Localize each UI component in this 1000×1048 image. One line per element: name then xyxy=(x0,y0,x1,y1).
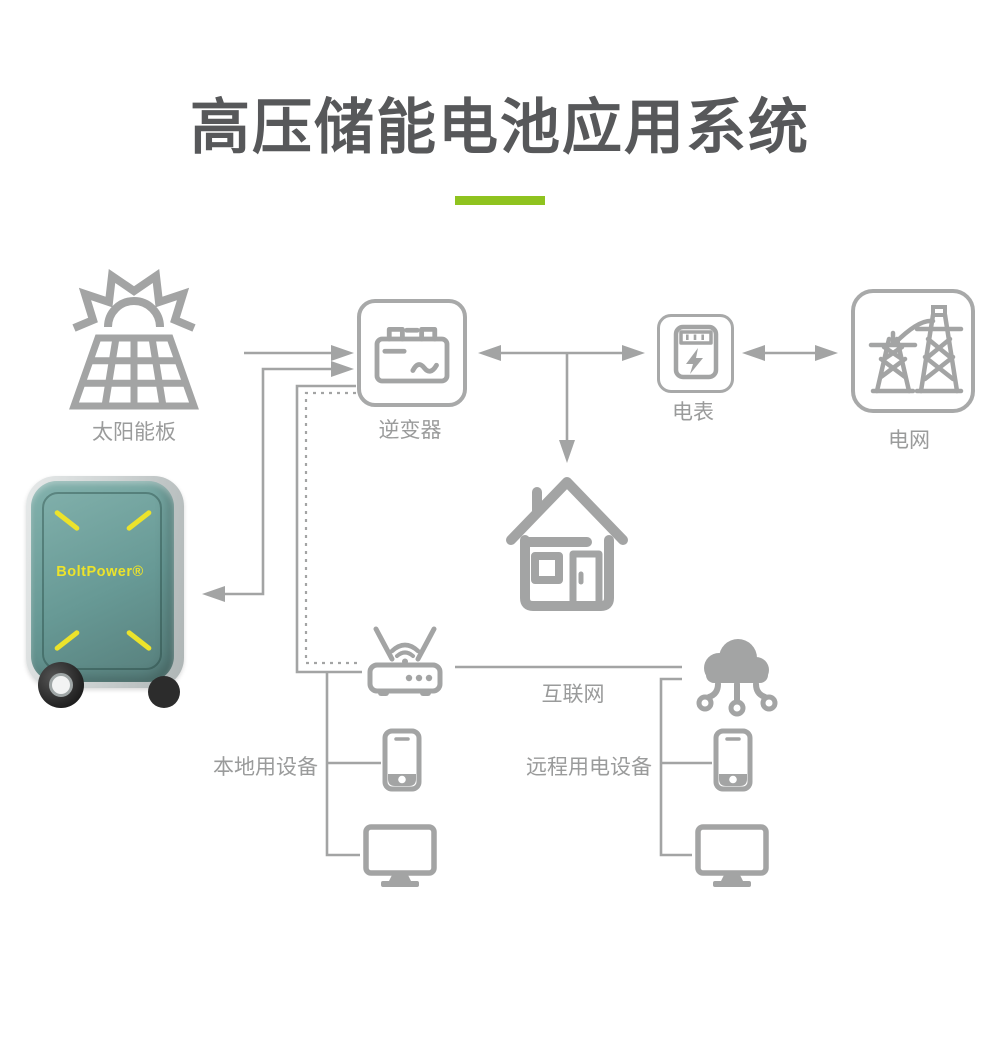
router-icon xyxy=(367,626,443,696)
power-station-body: BoltPower® xyxy=(26,476,184,688)
local-devices-label: 本地用设备 xyxy=(213,756,318,779)
wheel xyxy=(148,676,180,708)
monitor-icon xyxy=(363,824,437,887)
power-grid-icon xyxy=(868,305,964,394)
grid-node xyxy=(851,289,975,413)
meter-icon xyxy=(673,324,718,379)
page-title: 高压储能电池应用系统 xyxy=(190,94,810,161)
inverter-battery-icon xyxy=(374,326,450,384)
portable-power-station: BoltPower® xyxy=(24,476,192,716)
inverter-label: 逆变器 xyxy=(378,419,442,442)
meter-node xyxy=(657,314,734,393)
solar-panel-label: 太阳能板 xyxy=(92,421,176,444)
solar-panel-icon xyxy=(69,268,199,410)
power-station-panel-outline xyxy=(42,492,162,670)
remote-devices-label: 远程用电设备 xyxy=(526,756,652,779)
grid-label: 电网 xyxy=(888,429,930,452)
internet-label: 互联网 xyxy=(541,683,605,706)
smartphone-icon xyxy=(382,728,422,792)
monitor-icon xyxy=(695,824,769,887)
wheel xyxy=(38,662,84,708)
wheel-hub xyxy=(49,673,73,697)
title-underline xyxy=(455,196,545,205)
meter-label: 电表 xyxy=(672,401,714,424)
cloud-network-icon xyxy=(696,639,778,717)
inverter-node xyxy=(357,299,467,407)
smartphone-icon xyxy=(713,728,753,792)
house-icon xyxy=(506,477,628,611)
brand-logo: BoltPower® xyxy=(56,564,144,580)
